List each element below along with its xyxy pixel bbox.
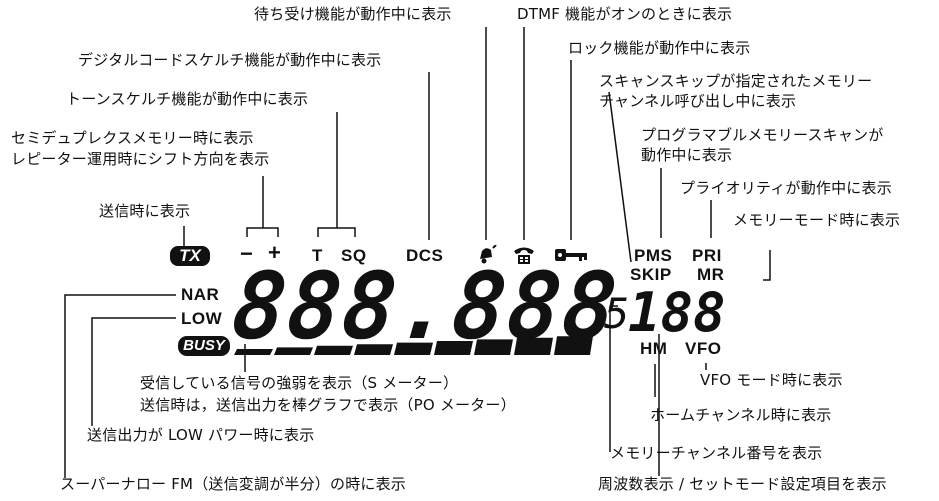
label-tone-squelch: トーンスケルチ機能が動作中に表示	[66, 90, 309, 108]
label-skip-line2: チャンネル呼び出し中に表示	[599, 92, 797, 110]
s-meter-segment	[474, 339, 513, 355]
label-pms-line1: プログラマブルメモリースキャンが	[641, 126, 884, 144]
channel-digits: 188	[628, 281, 726, 344]
label-priority: プライオリティが動作中に表示	[680, 179, 892, 197]
label-vfo: VFO モード時に表示	[700, 371, 843, 389]
pri-indicator: PRI	[692, 246, 722, 265]
label-lock: ロック機能が動作中に表示	[568, 39, 751, 57]
s-meter-bar	[234, 336, 593, 355]
label-memory-channel: メモリーチャンネル番号を表示	[610, 444, 823, 462]
s-meter-segment	[554, 336, 593, 355]
nar-indicator: NAR	[181, 285, 220, 304]
skip-indicator: SKIP	[630, 265, 672, 284]
s-meter-segment	[514, 337, 553, 355]
pms-indicator: PMS	[634, 246, 673, 265]
label-pms-line2: 動作中に表示	[641, 146, 733, 164]
key-icon	[555, 249, 587, 261]
label-tx: 送信時に表示	[99, 202, 191, 220]
label-narrow: スーパーナロー FM（送信変調が半分）の時に表示	[60, 475, 406, 493]
sq-indicator: SQ	[341, 246, 367, 265]
five-small-digit: 5	[604, 289, 630, 338]
label-home: ホームチャンネル時に表示	[650, 406, 832, 424]
vfo-indicator: VFO	[685, 339, 722, 358]
label-low-power: 送信出力が LOW パワー時に表示	[87, 426, 315, 444]
s-meter-segment	[314, 345, 353, 355]
s-meter-segment	[234, 349, 273, 355]
label-s-meter-line1: 受信している信号の強弱を表示（S メーター）	[140, 374, 459, 392]
plus-indicator: +	[268, 240, 282, 265]
minus-indicator: −	[240, 241, 254, 266]
label-dcs: デジタルコードスケルチ機能が動作中に表示	[78, 51, 382, 69]
telephone-icon	[514, 247, 534, 264]
busy-indicator: BUSY	[178, 336, 230, 356]
s-meter-segment	[274, 347, 313, 355]
bell-icon	[480, 245, 497, 264]
label-memory-mode: メモリーモード時に表示	[733, 211, 901, 229]
mr-indicator: MR	[697, 265, 725, 284]
label-s-meter-line2: 送信時は，送信出力を棒グラフで表示（PO メーター）	[140, 396, 516, 414]
low-indicator: LOW	[181, 309, 223, 328]
label-skip-line1: スキャンスキップが指定されたメモリー	[599, 72, 873, 90]
label-frequency: 周波数表示 / セットモード設定項目を表示	[598, 475, 887, 493]
s-meter-segment	[354, 344, 393, 355]
s-meter-segment	[434, 341, 473, 355]
label-semi-duplex-line2: レピーター運用時にシフト方向を表示	[11, 150, 270, 168]
tx-indicator: TX	[170, 246, 210, 266]
label-dtmf: DTMF 機能がオンのときに表示	[517, 5, 733, 23]
hm-indicator: HM	[640, 339, 668, 358]
tone-indicator: T	[312, 246, 323, 265]
dcs-indicator: DCS	[406, 246, 444, 265]
label-standby: 待ち受け機能が動作中に表示	[254, 5, 452, 23]
label-semi-duplex-line1: セミデュプレクスメモリー時に表示	[11, 129, 254, 147]
s-meter-segment	[394, 342, 433, 355]
